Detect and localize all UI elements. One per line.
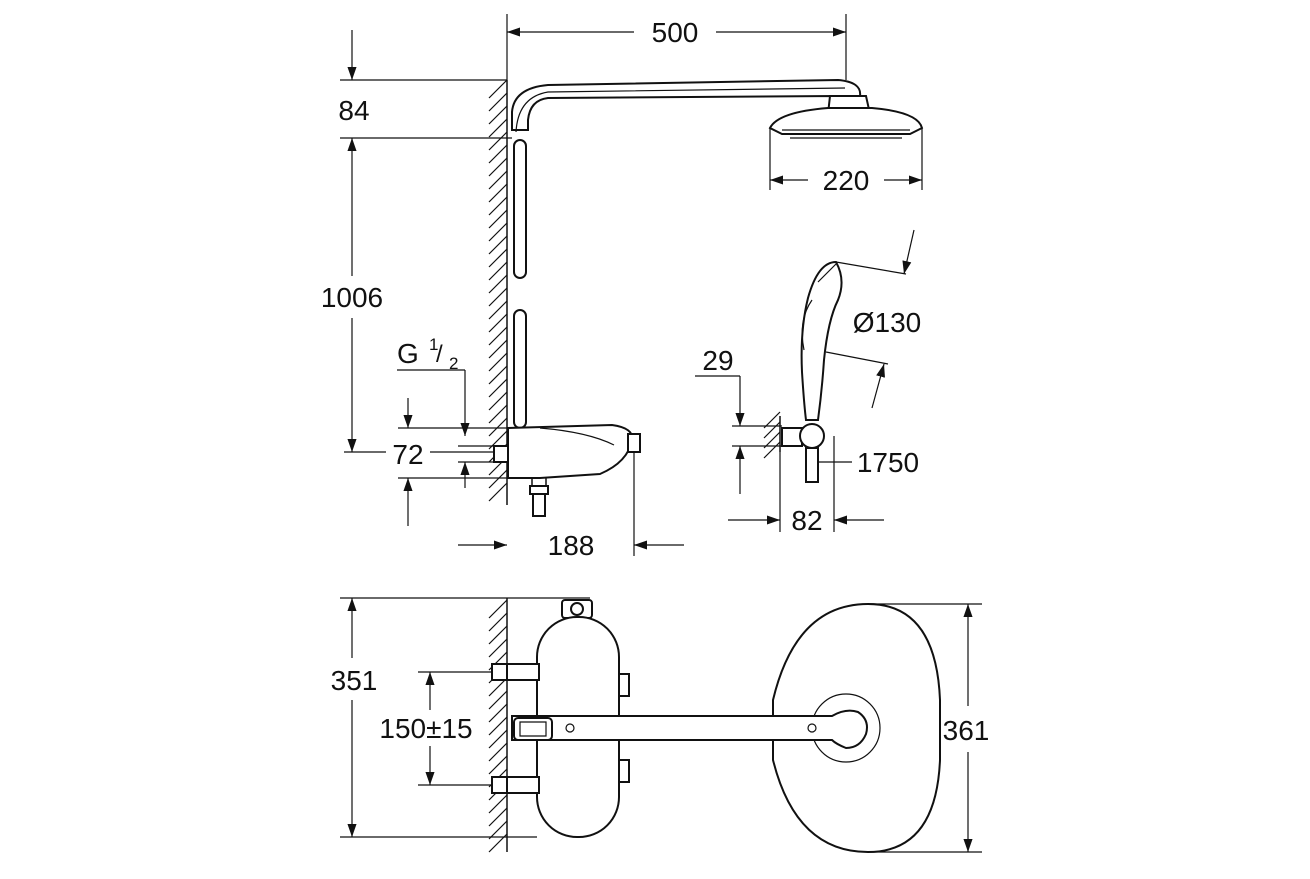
dimension-500-label: 500 [652,17,699,48]
dimension-361: 361 [868,603,990,853]
dimension-82-label: 82 [791,505,822,536]
dimension-220: 220 [769,128,923,196]
thread-denominator: 2 [449,354,458,373]
wall-hatch-line [488,235,508,255]
thread-slash: / [436,341,443,368]
wall-hatch-line [488,729,508,749]
wall-hatch-line [488,482,508,502]
shower-arm [511,78,862,133]
dimension-84-label: 84 [338,95,369,126]
thread-callout: G 1 / 2 [397,335,470,436]
wall-hatch-line [488,638,508,658]
dimension-150: 150±15 [379,671,492,786]
wall-hatch-line [488,378,508,398]
wall-hatch-line [488,79,508,99]
wall-hatch-line [488,157,508,177]
dimension-351-label: 351 [331,665,378,696]
wall-hatch-line [488,131,508,151]
dimension-150-label: 150±15 [379,713,472,744]
wall-hatch-line [488,807,508,827]
wall-hatch-line [488,105,508,125]
wall-hatch-line [488,469,508,489]
wall-hatch-line [488,339,508,359]
thread-g-label: G [397,338,419,369]
wall-hatch-line [763,411,781,429]
wall-hatch-line [488,170,508,190]
dimension-29-label: 29 [702,345,733,376]
wall-hatch-line [488,144,508,164]
rail [513,139,527,429]
overhead-shower-head [768,95,924,139]
wall-hatch-line [763,431,781,449]
wall-hatch-line [488,313,508,333]
wall-hatch-line [488,222,508,242]
wall-hatch-line [488,196,508,216]
wall-hatch-line [763,441,781,459]
thread-numerator: 1 [429,335,438,354]
wall-hatch-line [488,625,508,645]
wall-hatch-line [488,755,508,775]
wall-hatch-line [488,118,508,138]
wall-hatch-line [488,404,508,424]
wall-hatch-line [488,248,508,268]
wall-hatch-line [488,287,508,307]
hand-shower [800,260,843,421]
dimension-82: 82 [728,436,884,536]
wall-hatch-line [488,183,508,203]
wall-top [488,79,508,505]
wall-bottom [488,598,508,853]
wall-hatch-line [488,703,508,723]
dimension-72-label: 72 [392,439,423,470]
wall-hatch-line [488,417,508,437]
dimension-220-label: 220 [823,165,870,196]
dimension-1750: 1750 [818,447,919,478]
wall-hatch-line [488,794,508,814]
dimension-1750-label: 1750 [857,447,919,478]
dimension-130: Ø130 [825,229,922,409]
wall-hatch-line [488,820,508,840]
wall-hatch-line [488,391,508,411]
dimension-361-label: 361 [943,715,990,746]
dimension-188: 188 [458,452,684,561]
dimension-1006-label: 1006 [321,282,383,313]
wall-hatch-line [488,261,508,281]
wall-hatch-line [488,365,508,385]
dimension-500: 500 [506,14,847,80]
hand-shower-holder [763,411,825,483]
wall-hatch-line [488,612,508,632]
shower-arm-front [511,709,868,750]
dimension-130-label: Ø130 [853,307,922,338]
wall-hatch-line [488,92,508,112]
wall-hatch-line [488,326,508,346]
dimension-188-label: 188 [548,530,595,561]
dimension-351: 351 [331,597,590,838]
thermostat-body [493,423,641,517]
wall-hatch-line [488,352,508,372]
wall-hatch-line [488,690,508,710]
dimension-29: 29 [695,345,782,494]
wall-hatch-line [488,742,508,762]
wall-hatch-line [488,209,508,229]
wall-hatch-line [488,300,508,320]
wall-hatch-line [488,716,508,736]
dimension-1006: 1006 [321,138,383,452]
wall-hatch-line [763,421,781,439]
wall-hatch-line [488,599,508,619]
dimension-84: 84 [338,30,512,139]
wall-hatch-line [488,274,508,294]
dimension-72: 72 [344,398,508,526]
